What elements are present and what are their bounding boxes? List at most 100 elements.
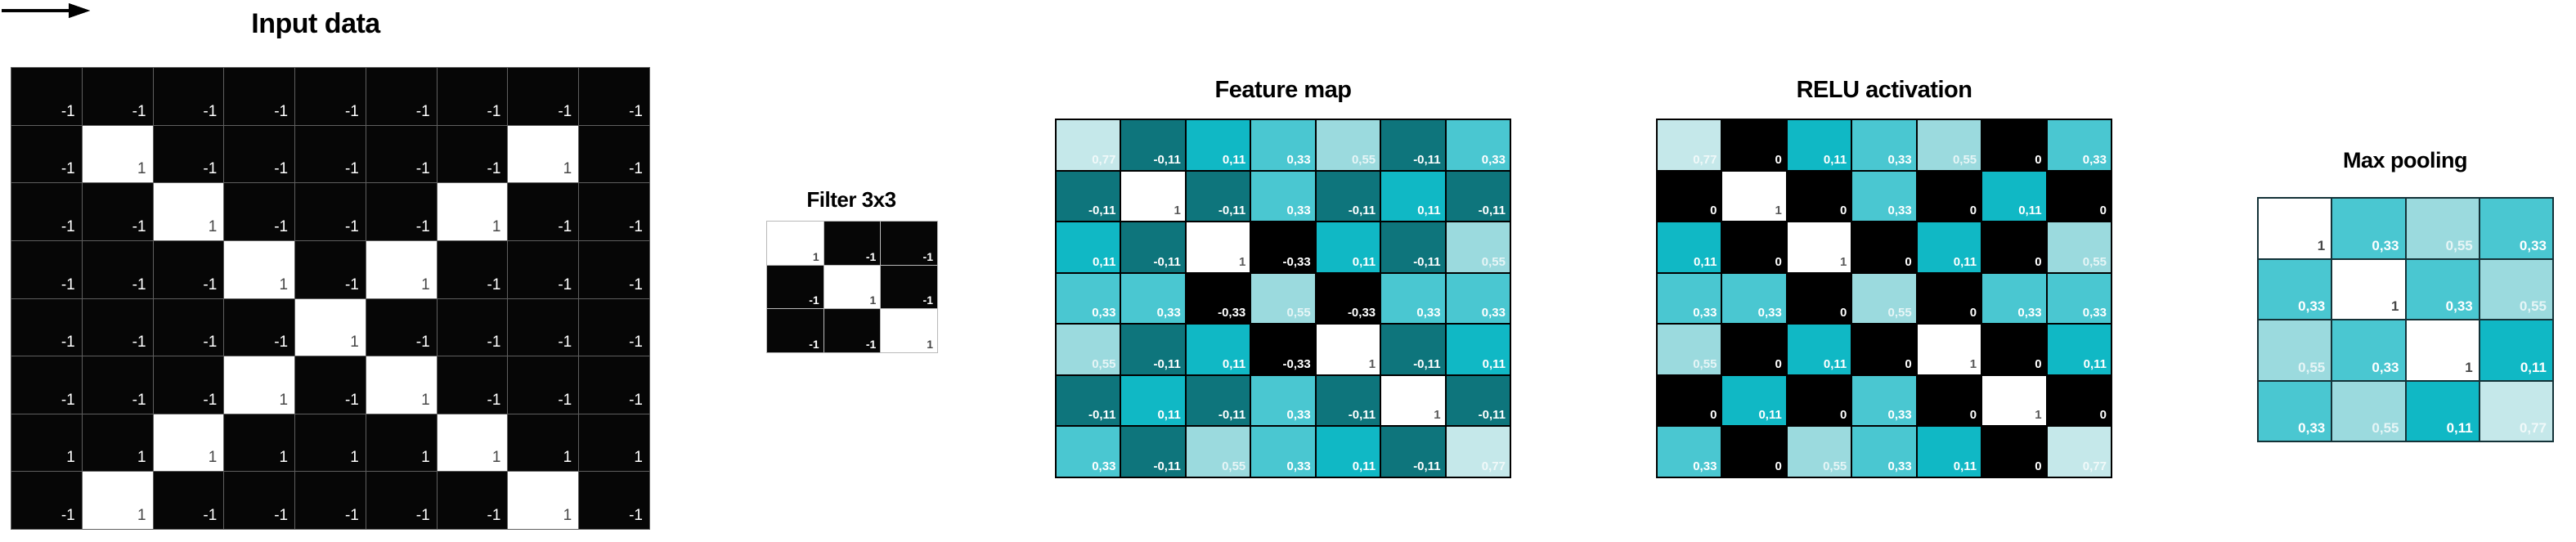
matrix-cell: -1 xyxy=(11,68,82,125)
matrix-cell: -0,11 xyxy=(1381,120,1445,170)
matrix-cell: -1 xyxy=(224,125,295,183)
matrix-cell: 0 xyxy=(1917,171,1981,222)
matrix-cell: 1 xyxy=(437,183,508,240)
matrix-cell: -0,11 xyxy=(1121,120,1185,170)
matrix-cell: 0 xyxy=(1982,325,2046,374)
matrix-cell: 0,33 xyxy=(2406,259,2479,319)
matrix-cell: 0 xyxy=(1852,222,1916,272)
matrix-cell: -1 xyxy=(366,472,437,529)
matrix-cell: 1 xyxy=(1787,222,1851,272)
matrix-cell: 0,33 xyxy=(2259,259,2331,319)
matrix-cell: 1 xyxy=(366,240,437,298)
matrix-cell: 0,33 xyxy=(1658,427,1721,477)
matrix-cell: -0,11 xyxy=(1381,427,1445,477)
matrix-cell: 0,55 xyxy=(1186,427,1250,477)
matrix-cell: 0,77 xyxy=(1057,120,1120,170)
matrix-cell: -0,11 xyxy=(1121,427,1185,477)
matrix-cell: 0,55 xyxy=(1057,325,1120,374)
matrix-cell: -1 xyxy=(579,240,649,298)
matrix-cell: -1 xyxy=(82,240,153,298)
matrix-cell: 0 xyxy=(1982,222,2046,272)
matrix-cell: -1 xyxy=(153,356,224,414)
matrix-cell: 1 xyxy=(1917,325,1981,374)
matrix-cell: 0,33 xyxy=(1121,273,1185,324)
matrix-cell: 1 xyxy=(82,472,153,529)
matrix-cell: -0,11 xyxy=(1316,171,1380,222)
matrix-cell: -1 xyxy=(11,356,82,414)
matrix-cell: 0,33 xyxy=(1251,171,1315,222)
matrix-cell: 1 xyxy=(295,298,366,356)
matrix-cell: -1 xyxy=(881,222,937,265)
matrix-cell: 1 xyxy=(224,414,295,472)
matrix-cell: 1 xyxy=(824,265,881,309)
matrix-cell: 0,33 xyxy=(1982,273,2046,324)
matrix-cell: -1 xyxy=(82,183,153,240)
matrix-cell: 0,55 xyxy=(1316,120,1380,170)
matrix-cell: 0,33 xyxy=(2332,199,2405,258)
matrix-cell: 1 xyxy=(2406,320,2479,380)
matrix-cell: -1 xyxy=(295,183,366,240)
matrix-cell: 0 xyxy=(1787,171,1851,222)
matrix-cell: -1 xyxy=(295,472,366,529)
matrix-cell: -1 xyxy=(224,183,295,240)
matrix-cell: -0,33 xyxy=(1251,222,1315,272)
matrix-cell: 0,33 xyxy=(1852,120,1916,170)
matrix-cell: -1 xyxy=(153,240,224,298)
matrix-cell: 0,33 xyxy=(2259,381,2331,441)
matrix-cell: -0,11 xyxy=(1121,222,1185,272)
matrix-cell: 0,55 xyxy=(2332,381,2405,441)
matrix-cell: 0,11 xyxy=(1381,171,1445,222)
matrix-cell: 0,77 xyxy=(1658,120,1721,170)
matrix-cell: -0,33 xyxy=(1186,273,1250,324)
matrix-cell: 0,33 xyxy=(1658,273,1721,324)
matrix-cell: -0,33 xyxy=(1251,325,1315,374)
matrix-cell: 0,11 xyxy=(1787,325,1851,374)
matrix-cell: -1 xyxy=(508,240,579,298)
matrix-cell: -1 xyxy=(366,125,437,183)
matrix-cell: 1 xyxy=(11,414,82,472)
matrix-cell: 0 xyxy=(1722,325,1786,374)
matrix-cell: -1 xyxy=(579,68,649,125)
matrix-cell: -1 xyxy=(824,309,881,352)
matrix-cell: 0,11 xyxy=(1316,222,1380,272)
filter-title: Filter 3x3 xyxy=(806,187,896,212)
matrix-cell: -1 xyxy=(82,298,153,356)
matrix-cell: -1 xyxy=(437,472,508,529)
matrix-cell: -1 xyxy=(366,68,437,125)
matrix-cell: 1 xyxy=(224,356,295,414)
matrix-cell: 0,33 xyxy=(1057,427,1120,477)
matrix-cell: -0,11 xyxy=(1316,375,1380,426)
matrix-cell: 0,33 xyxy=(1381,273,1445,324)
matrix-cell: -1 xyxy=(295,240,366,298)
matrix-cell: -0,33 xyxy=(1316,273,1380,324)
matrix-cell: -1 xyxy=(767,265,824,309)
matrix-cell: 0 xyxy=(1722,120,1786,170)
matrix-cell: -1 xyxy=(579,472,649,529)
matrix-cell: 0,33 xyxy=(2047,120,2111,170)
matrix-cell: -0,11 xyxy=(1121,325,1185,374)
matrix-cell: 0,11 xyxy=(1057,222,1120,272)
matrix-cell: -0,11 xyxy=(1186,375,1250,426)
matrix-cell: 0,11 xyxy=(1186,325,1250,374)
matrix-cell: 0,77 xyxy=(2480,381,2552,441)
matrix-cell: 0,11 xyxy=(1446,325,1510,374)
matrix-cell: 0,55 xyxy=(1251,273,1315,324)
matrix-cell: 0,11 xyxy=(1982,171,2046,222)
matrix-cell: -1 xyxy=(295,125,366,183)
matrix-cell: 0,11 xyxy=(1917,222,1981,272)
matrix-cell: 0,33 xyxy=(2332,320,2405,380)
matrix-cell: 0,33 xyxy=(1852,375,1916,426)
matrix-cell: -0,11 xyxy=(1186,171,1250,222)
matrix-cell: 0,33 xyxy=(1852,171,1916,222)
matrix-cell: 0,33 xyxy=(2047,273,2111,324)
matrix-cell: 0,11 xyxy=(2480,320,2552,380)
matrix-cell: 0,33 xyxy=(1251,375,1315,426)
matrix-cell: -1 xyxy=(437,356,508,414)
matrix-cell: 0,33 xyxy=(1251,120,1315,170)
matrix-cell: -1 xyxy=(224,472,295,529)
matrix-cell: 0,33 xyxy=(1251,427,1315,477)
matrix-cell: -0,11 xyxy=(1381,222,1445,272)
matrix-cell: 0,11 xyxy=(1186,120,1250,170)
